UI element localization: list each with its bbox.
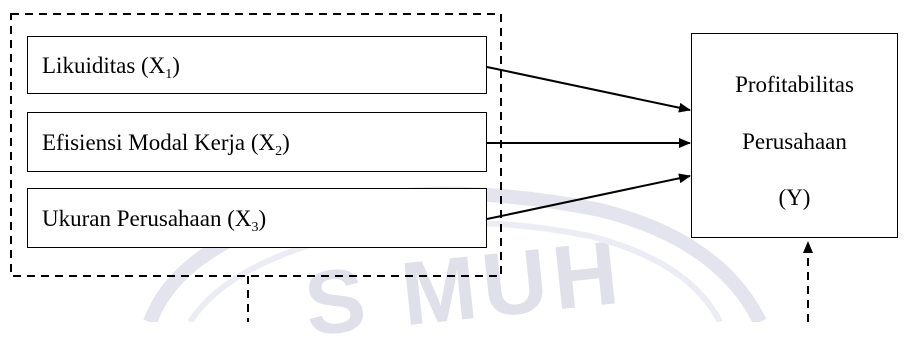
arrow-x1-to-y — [486, 66, 691, 113]
arrow-x3-to-y — [486, 173, 691, 220]
variable-box-x3: Ukuran Perusahaan (X3) — [27, 188, 487, 248]
diagram-connectors — [10, 13, 813, 322]
dependent-variable-box: Profitabilitas Perusahaan (Y) — [691, 33, 898, 238]
variable-box-x1: Likuiditas (X1) — [27, 36, 487, 94]
dependent-label-line1: Profitabilitas — [735, 72, 854, 97]
dependent-label-line3: (Y) — [778, 185, 811, 210]
dashed-group-border — [10, 13, 502, 277]
variable-label-x1: Likuiditas (X1) — [42, 52, 180, 82]
variable-label-x3: Ukuran Perusahaan (X3) — [42, 205, 267, 235]
variable-box-x2: Efisiensi Modal Kerja (X2) — [27, 112, 487, 172]
dependent-label-line2: Perusahaan — [742, 129, 847, 154]
variable-label-x2: Efisiensi Modal Kerja (X2) — [42, 129, 290, 159]
